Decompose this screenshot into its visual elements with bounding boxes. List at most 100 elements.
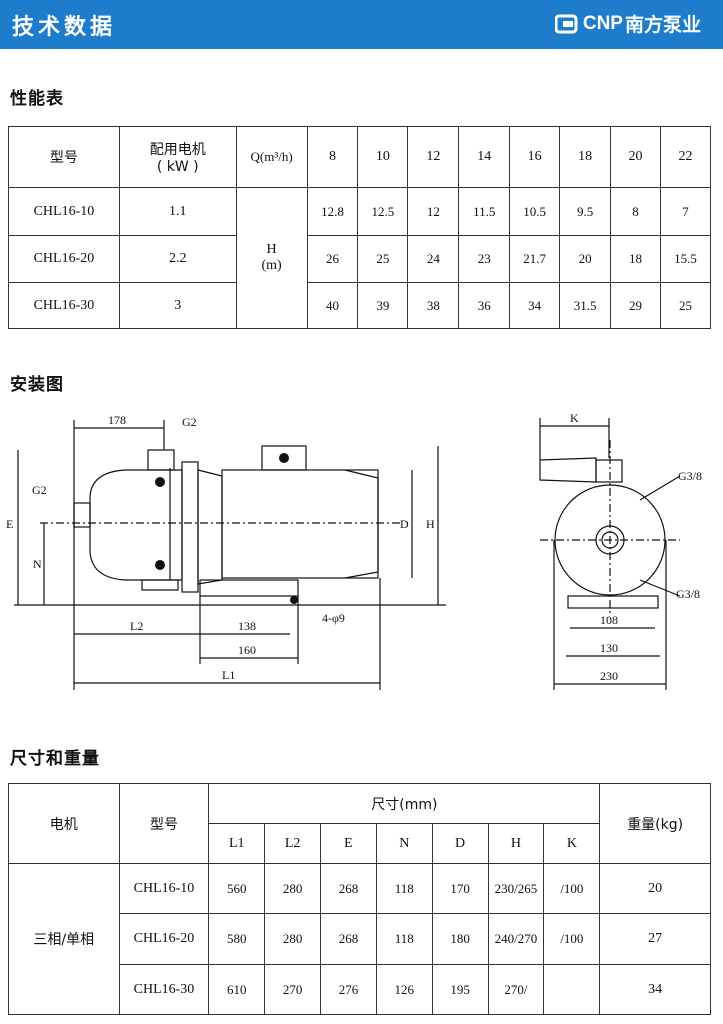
dim-cell: 268 [320,913,377,965]
flow-cell: 20 [610,126,661,188]
discharge-nozzle [147,449,175,471]
head-cell: 15.5 [659,235,712,283]
h-label-line2: (m) [261,258,282,273]
weight-cell: 27 [599,913,711,965]
head-cell: 20 [559,235,612,283]
head-cell: 40 [306,282,359,329]
dim-cell: 240/270 [487,913,545,965]
dim-cell: 270 [264,964,322,1015]
power-cell: 3 [118,282,237,329]
dim-cell: /100 [543,913,601,965]
head-cell: 25 [357,235,409,283]
motor-body [221,469,379,579]
dimension-header-row: 电机 型号 尺寸(mm) 重量(kg) [8,783,711,864]
sub-col-header: H [487,823,545,864]
label-n: N [33,557,42,571]
dimension-subheader-row: L1 L2 E N D H K [9,823,711,864]
label-h: H [426,517,435,531]
sub-col-header: K [543,823,601,864]
head-cell: 34 [509,282,561,329]
dim-cell: 118 [375,913,433,965]
dim-cell: 180 [431,913,489,965]
col-weight-header: 重量(kg) [599,783,711,864]
sub-col-header: N [375,823,433,864]
sub-col-header: E [320,823,377,864]
label-130: 130 [600,641,618,655]
head-cell: 39 [357,282,409,329]
dim-cell: 126 [375,964,433,1015]
dim-cell: 580 [208,913,266,965]
weight-cell: 34 [599,964,711,1015]
label-g2-side: G2 [32,483,47,497]
motor-fan-cover [344,469,379,579]
leader-g38-top [639,475,681,501]
front-view-discharge [595,459,623,483]
adapter-flange [181,461,199,593]
dim-cell: 610 [208,964,266,1015]
col-motor-header: 电机 [8,783,120,864]
adapter-bracket [197,469,223,585]
dim-cell: 560 [208,863,266,914]
installation-drawing: 178 G2 G2 E N D H L2 138 160 L1 4-φ9 K G… [6,411,702,690]
vent-plug [155,477,165,487]
head-cell: 10.5 [509,187,561,236]
label-108: 108 [600,613,618,627]
dim-cell: 170 [431,863,489,914]
motor-type-cell: 三相/单相 [8,863,120,1015]
label-178: 178 [108,413,126,427]
table-row: CHL16-30 3 40 39 38 36 34 31.5 29 25 [8,282,712,329]
col-q-header: Q(m³/h) [235,126,308,188]
head-cell: 23 [458,235,511,283]
dim-cell: 280 [264,913,322,965]
h-label-line1: H [266,242,277,257]
terminal-gland [279,453,289,463]
sub-col-header: D [431,823,489,864]
brand-cn: 南方泵业 [624,14,701,36]
label-g38-bottom: G3/8 [676,587,700,601]
label-l2: L2 [130,619,143,633]
label-k: K [570,411,579,425]
pump-casing [89,469,183,581]
label-g2-top: G2 [182,415,197,429]
sub-col-header: L1 [208,823,266,864]
head-cell: 11.5 [458,187,511,236]
terminal-box [261,445,307,471]
flow-cell: 22 [659,126,712,188]
dim-cell: 118 [375,863,433,914]
label-138: 138 [238,619,256,633]
pump-foot [141,579,179,591]
label-holes: 4-φ9 [322,611,345,625]
weight-cell: 20 [599,863,711,914]
table-row: 三相/单相 CHL16-10 560 280 268 118 170 230/2… [8,863,711,1015]
model-cell: CHL16-10 [8,187,120,236]
dim-cell [543,964,601,1015]
head-cell: 7 [659,187,712,236]
header-banner: 技术数据 CNP 南方泵业 [0,0,723,49]
label-230: 230 [600,669,618,683]
col-model-header: 型号 [8,126,120,188]
section-performance-heading: 性能表 [10,89,64,109]
page-title: 技术数据 [12,15,117,40]
dim-cell: 230/265 [487,863,545,914]
col-motor-line2: ( kW ) [156,159,199,175]
head-cell: 38 [407,282,460,329]
dim-cell: 270/ [487,964,545,1015]
sub-col-header: L2 [264,823,322,864]
cnp-logo-icon [554,14,578,33]
model-cell: CHL16-10 [118,863,210,914]
flow-cell: 10 [357,126,409,188]
head-cell: 12.5 [357,187,409,236]
table-row: CHL16-10 1.1 H (m) 12.8 12.5 12 11.5 10.… [8,187,712,329]
head-cell: 31.5 [559,282,612,329]
head-cell: 25 [659,282,712,329]
col-size-header: 尺寸(mm) [208,783,601,824]
col-motor-line1: 配用电机 [149,142,206,158]
head-cell: 29 [610,282,661,329]
head-cell: 8 [610,187,661,236]
brand-en: CNP [582,12,623,34]
front-view-discharge-flare [539,457,597,483]
model-cell: CHL16-20 [8,235,120,283]
dim-cell: 276 [320,964,377,1015]
model-cell: CHL16-20 [118,913,210,965]
head-cell: 36 [458,282,511,329]
